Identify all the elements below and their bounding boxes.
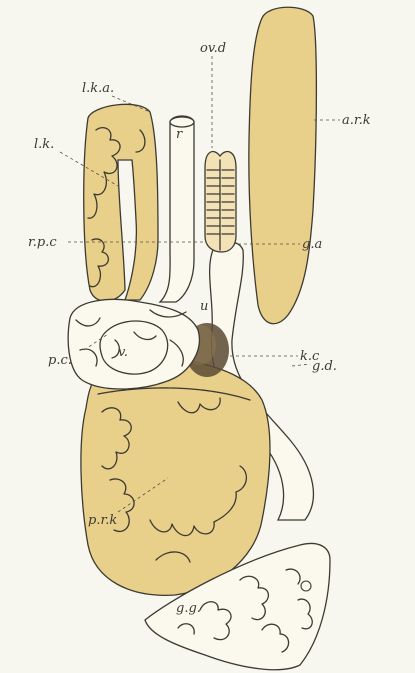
rectum — [160, 116, 194, 302]
label-lka: l.k.a. — [82, 81, 114, 96]
label-ark: a.r.k — [342, 113, 371, 128]
label-ovd: ov.d — [200, 41, 226, 56]
label-gg: g.g. — [176, 601, 201, 616]
posterior-right-kidney — [81, 359, 270, 595]
ventricle — [100, 321, 168, 374]
label-r: r — [176, 127, 183, 142]
label-u: u — [200, 299, 208, 314]
label-ga: g.a — [302, 237, 322, 252]
label-rpc: r.p.c — [28, 235, 57, 250]
label-pc: p.c. — [48, 353, 72, 368]
left-kidney — [84, 104, 158, 301]
label-prk: p.r.k — [88, 513, 117, 528]
label-gd: g.d. — [312, 359, 337, 374]
label-lk: l.k. — [34, 137, 54, 152]
label-v: v. — [118, 345, 128, 360]
anterior-right-kidney — [249, 7, 317, 323]
